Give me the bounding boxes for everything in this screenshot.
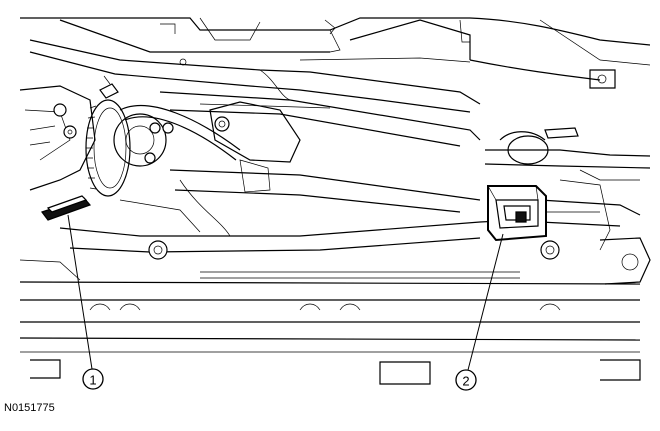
subframe-beam: [29, 39, 481, 163]
callout-leader-2: [467, 233, 504, 371]
upper-body-panel: [20, 17, 651, 89]
callout-2: 2: [455, 369, 477, 391]
lower-rail: [19, 259, 641, 385]
callout-leader-1: [67, 214, 93, 370]
lower-control-arm: [59, 159, 521, 260]
callout-2-number: 2: [462, 374, 469, 389]
right-structure: [484, 127, 651, 285]
figure-id-label: N0151775: [4, 402, 55, 414]
callout-1: 1: [82, 368, 104, 390]
left-mechanism: [19, 75, 241, 197]
component-1: [41, 195, 92, 221]
callout-1-number: 1: [89, 373, 96, 388]
component-2: [487, 185, 600, 242]
